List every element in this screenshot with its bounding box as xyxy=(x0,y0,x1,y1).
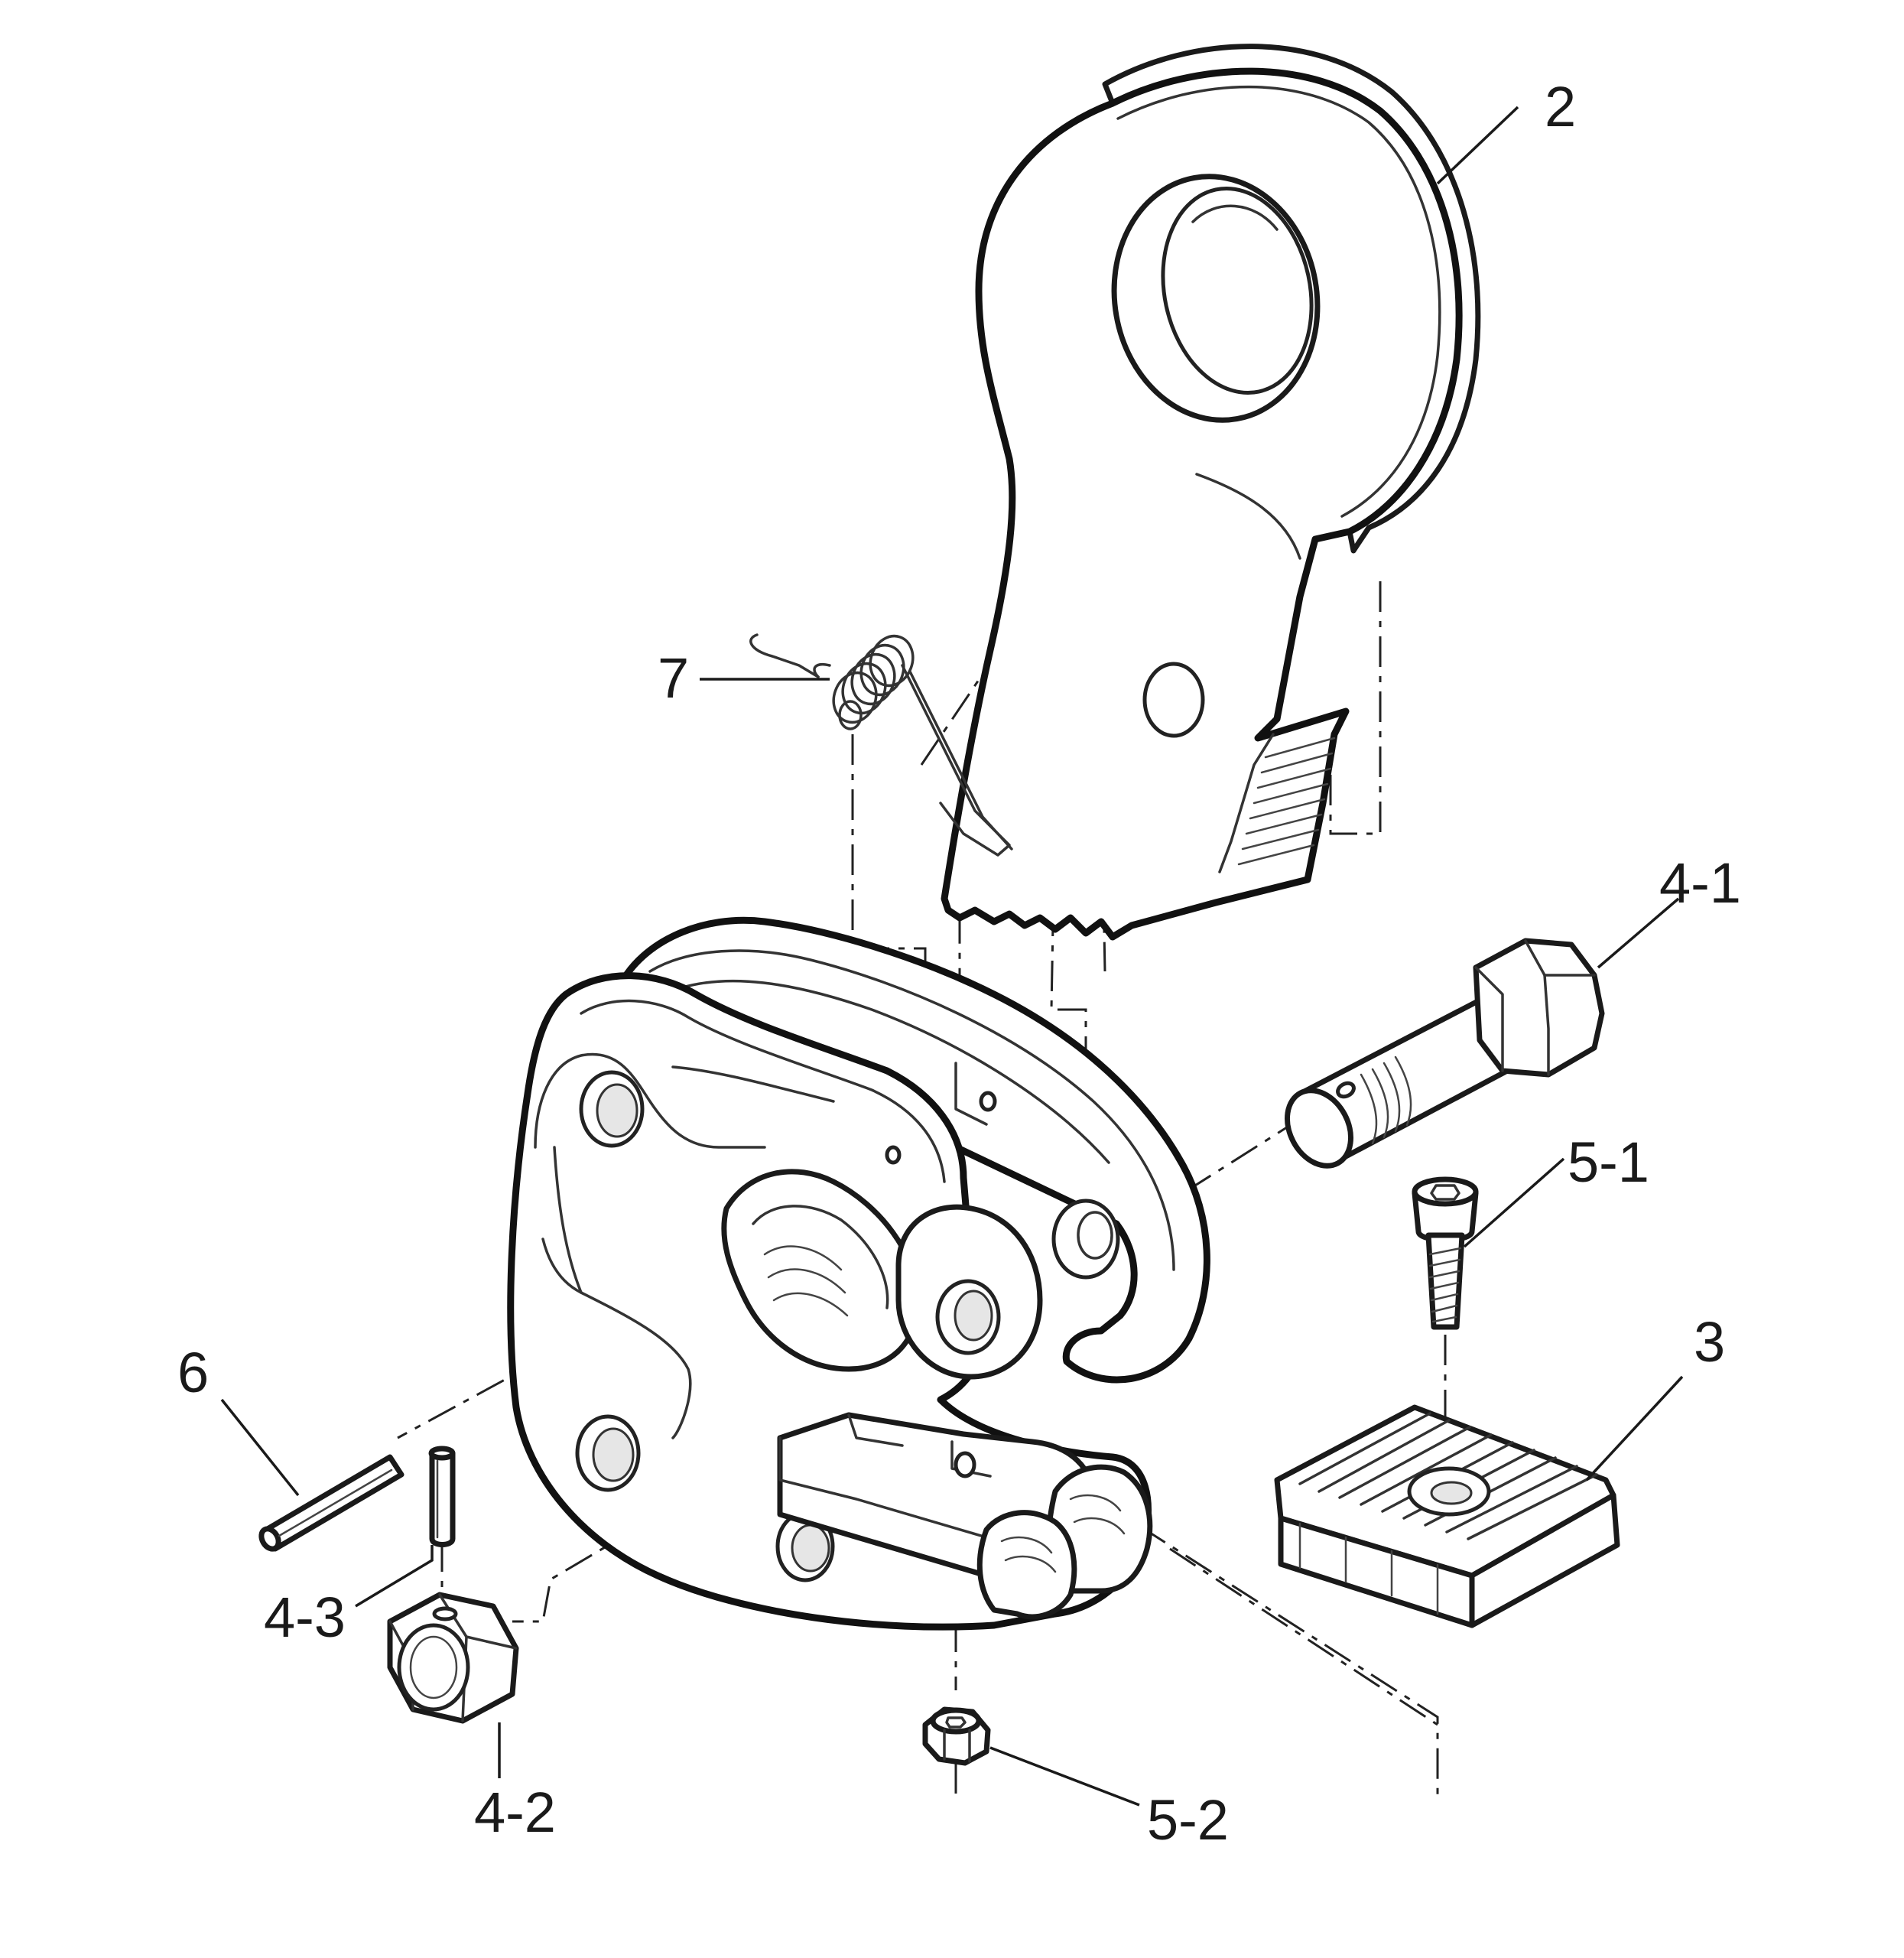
small-nut-part-5-2 xyxy=(922,1706,991,1766)
leader-4-1 xyxy=(1597,897,1680,969)
hex-bolt-part-4-1 xyxy=(1285,938,1605,1169)
leader-2 xyxy=(1436,106,1519,185)
callout-6: 6 xyxy=(177,1341,209,1404)
callout-4-2: 4-2 xyxy=(474,1781,556,1844)
callout-2: 2 xyxy=(1545,75,1576,138)
leader-3 xyxy=(1585,1375,1684,1482)
callout-4-3: 4-3 xyxy=(264,1586,346,1649)
clamp-frame-body xyxy=(507,916,1210,1631)
jaw-pad-part-3 xyxy=(1274,1404,1620,1628)
callout-labels: 2 7 4-1 5-1 3 6 4-3 4-2 5-2 xyxy=(177,75,1741,1852)
callout-3: 3 xyxy=(1694,1310,1725,1374)
leader-5-2 xyxy=(989,1746,1140,1807)
callout-4-1: 4-1 xyxy=(1659,851,1741,915)
callout-5-1: 5-1 xyxy=(1568,1130,1649,1194)
roll-pin-part-6 xyxy=(258,1454,405,1552)
hex-nut-part-4-2 xyxy=(387,1592,519,1724)
leader-4-3 xyxy=(355,1545,434,1608)
torsion-spring-part-7 xyxy=(749,633,1013,857)
callout-7: 7 xyxy=(658,646,689,710)
leader-5-1 xyxy=(1463,1157,1565,1248)
leader-6 xyxy=(220,1398,300,1497)
socket-screw-part-5-1 xyxy=(1412,1176,1479,1330)
callout-5-2: 5-2 xyxy=(1147,1788,1229,1852)
callout-leaders xyxy=(220,106,1684,1807)
set-pin-part-4-3 xyxy=(428,1446,456,1547)
cam-part-2 xyxy=(941,44,1481,941)
